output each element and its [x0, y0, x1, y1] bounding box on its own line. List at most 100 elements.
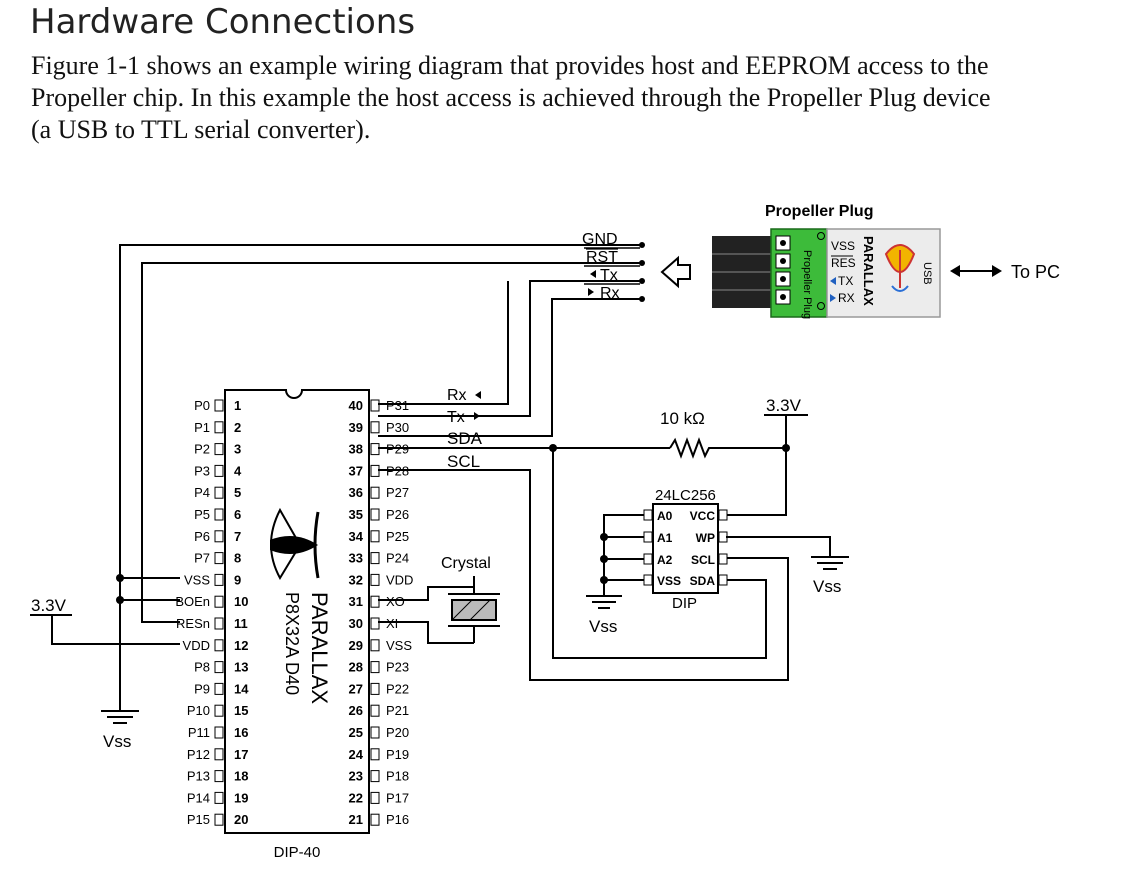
signal-sda-label: SDA	[447, 429, 483, 448]
v33-left-label: 3.3V	[31, 596, 67, 615]
chip-pin-box	[214, 573, 224, 586]
chip-pin-name: P2	[194, 442, 210, 457]
ground-symbol-icon	[811, 556, 849, 570]
intro-paragraph: Figure 1-1 shows an example wiring diagr…	[31, 50, 1131, 146]
chip-pin-box	[370, 443, 380, 456]
signal-tx-arrow-icon	[474, 412, 480, 420]
chip-pin-box	[370, 770, 380, 783]
chip-pin-number: 29	[349, 638, 363, 653]
v33-right-label: 3.3V	[766, 396, 802, 415]
chip-pin-number: 28	[349, 660, 363, 675]
chip-pin-box	[214, 443, 224, 456]
chip-pin-box	[214, 617, 224, 630]
eeprom-pin-box	[643, 509, 653, 521]
chip-pin-box	[214, 399, 224, 412]
chip-package-label: DIP-40	[274, 844, 321, 861]
chip-pin-name: P1	[194, 420, 210, 435]
chip-pin-number: 24	[349, 747, 364, 762]
chip-pin-box	[370, 464, 380, 477]
plug-brand-logo: PARALLAX	[861, 236, 876, 306]
chip-pin-box	[370, 595, 380, 608]
chip-pin-name: P4	[194, 485, 210, 500]
chip-pin-name: P21	[386, 703, 409, 718]
eeprom-pin-name: VCC	[690, 509, 716, 523]
chip-pin-number: 22	[349, 790, 363, 805]
eeprom-pin-name: VSS	[657, 574, 681, 588]
chip-pin-name: XI	[386, 616, 398, 631]
header-rst-label: RST	[586, 249, 618, 266]
chip-pin-box	[214, 639, 224, 652]
chip-pin-name: P15	[187, 812, 210, 827]
chip-pin-name: P19	[386, 747, 409, 762]
chip-pin-name: P20	[386, 725, 409, 740]
chip-pin-number: 19	[234, 790, 248, 805]
chip-pin-box	[370, 617, 380, 630]
chip-pin-name: VDD	[183, 638, 210, 653]
signal-scl-label: SCL	[447, 452, 480, 471]
chip-pin-number: 6	[234, 507, 241, 522]
chip-pin-name: P5	[194, 507, 210, 522]
plug-rx-arrow-icon	[830, 294, 836, 302]
propeller-logo-icon	[884, 244, 916, 292]
crystal-label: Crystal	[441, 555, 491, 572]
chip-pin-box	[370, 486, 380, 499]
chip-pin-number: 33	[349, 551, 363, 566]
chip-pin-box	[214, 552, 224, 565]
vss-right-label: Vss	[813, 577, 841, 596]
chip-pin-number: 9	[234, 572, 241, 587]
chip-pin-number: 13	[234, 660, 248, 675]
chip-pin-box	[214, 486, 224, 499]
header-rx-label: Rx	[600, 285, 620, 302]
chip-pin-box	[214, 682, 224, 695]
chip-pin-name: P24	[386, 551, 409, 566]
paragraph-line: Figure 1-1 shows an example wiring diagr…	[31, 51, 989, 80]
chip-pin-number: 38	[349, 442, 363, 457]
chip-pin-number: 36	[349, 485, 363, 500]
chip-pin-number: 1	[234, 398, 241, 413]
chip-pin-box	[214, 464, 224, 477]
chip-pin-box	[214, 791, 224, 804]
chip-pin-name: VDD	[386, 572, 413, 587]
chip-pin-name: P14	[187, 790, 210, 805]
chip-pin-number: 27	[349, 681, 363, 696]
signal-rx-label: Rx	[447, 387, 467, 404]
resistor-label: 10 kΩ	[660, 409, 705, 428]
chip-pin-number: 23	[349, 769, 363, 784]
chip-pin-name: P13	[187, 769, 210, 784]
eeprom-pin-name: A1	[657, 531, 673, 545]
vss-mid-label: Vss	[589, 617, 617, 636]
chip-propeller-logo-icon	[270, 507, 320, 581]
chip-pin-name: P29	[386, 442, 409, 457]
chip-pin-number: 2	[234, 420, 241, 435]
chip-pin-name: P6	[194, 529, 210, 544]
propeller-plug-connector	[712, 236, 772, 308]
eeprom-part-label: 24LC256	[655, 487, 716, 504]
plug-res-label: RES	[831, 256, 856, 270]
chip-pin-box	[370, 682, 380, 695]
chip-pin-number: 25	[349, 725, 363, 740]
eeprom-pin-box	[718, 509, 728, 521]
chip-pin-name: P27	[386, 485, 409, 500]
resistor-symbol	[669, 437, 786, 459]
chip-pin-number: 5	[234, 485, 241, 500]
chip-pin-box	[370, 813, 380, 826]
chip-pin-number: 37	[349, 463, 363, 478]
chip-pin-name: P31	[386, 398, 409, 413]
chip-pin-name: P18	[386, 769, 409, 784]
chip-pin-number: 17	[234, 747, 248, 762]
chip-pin-name: P11	[188, 725, 210, 740]
junction-dot	[116, 596, 124, 604]
eeprom-pin-box	[643, 553, 653, 565]
chip-pin-box	[370, 530, 380, 543]
chip-pin-name: P9	[194, 681, 210, 696]
crystal-symbol	[448, 576, 500, 643]
rx-arrow-icon	[588, 288, 594, 296]
chip-pin-box	[370, 639, 380, 652]
chip-pin-box	[214, 530, 224, 543]
chip-pin-number: 20	[234, 812, 248, 827]
chip-pin-box	[370, 726, 380, 739]
chip-pin-number: 10	[234, 594, 248, 609]
chip-pin-name: P12	[187, 747, 210, 762]
eeprom-pin-name: SDA	[690, 574, 716, 588]
chip-pin-number: 7	[234, 529, 241, 544]
